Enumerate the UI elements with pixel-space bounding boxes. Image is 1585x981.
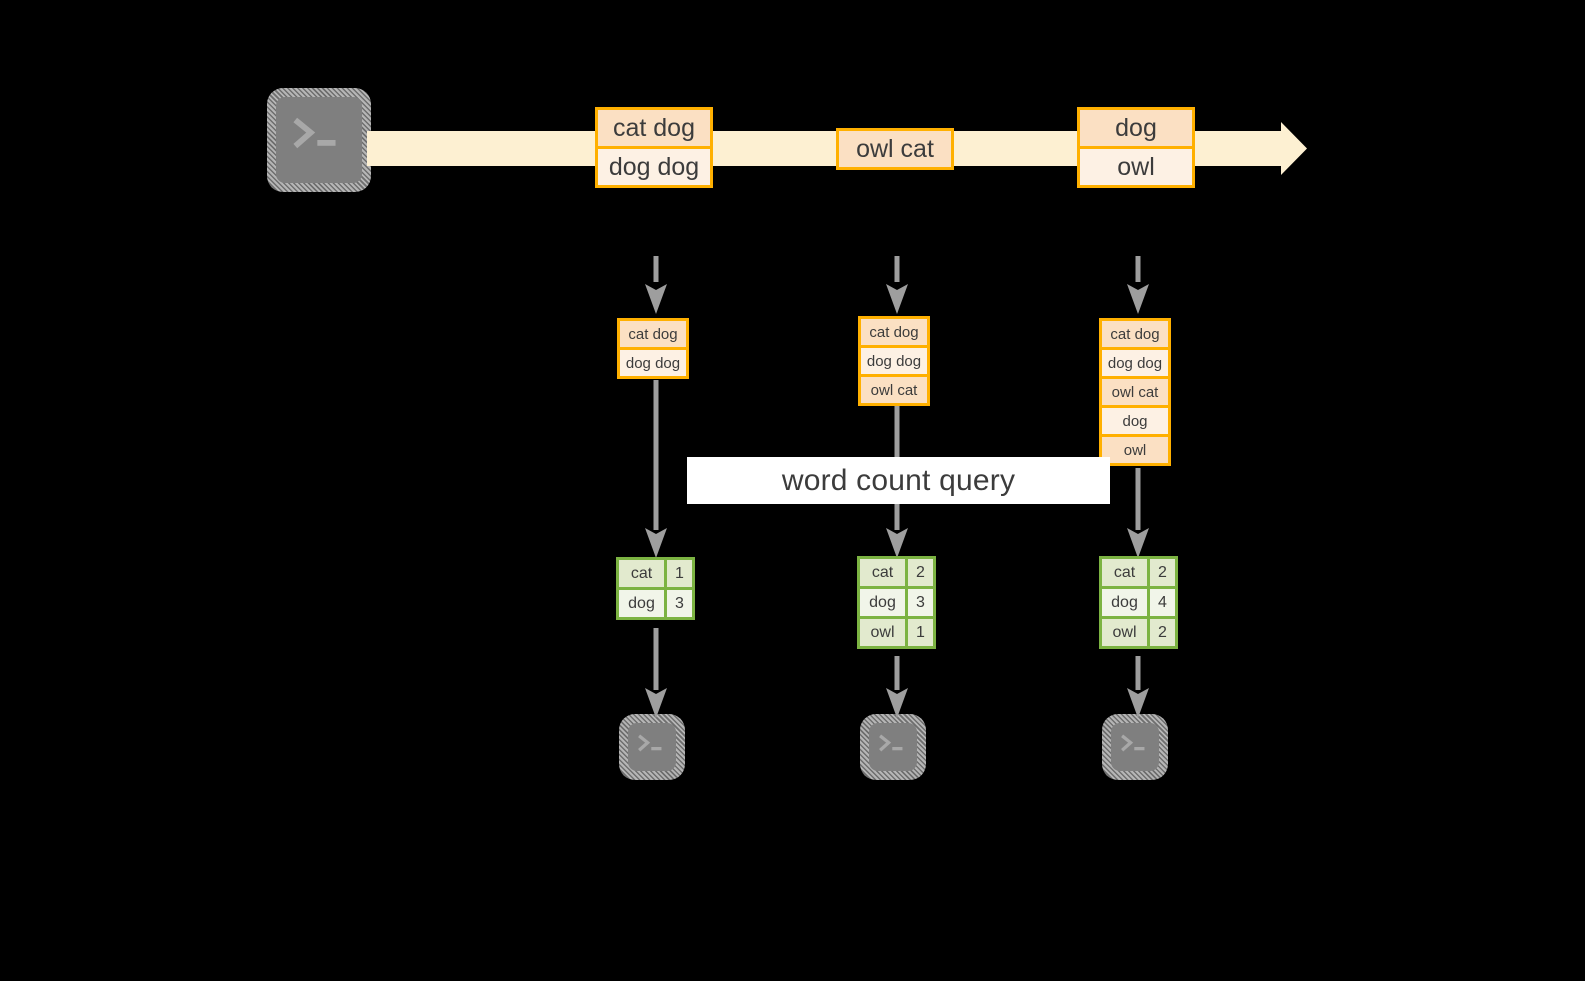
- input-table-row: dog: [1102, 408, 1168, 434]
- output-terminal-1[interactable]: [619, 714, 685, 780]
- stream-batch-line: owl cat: [839, 131, 951, 167]
- result-word: cat: [1102, 559, 1147, 586]
- sink-arrow-3: [1126, 656, 1150, 720]
- result-count: 3: [908, 589, 933, 616]
- result-count: 3: [667, 590, 692, 617]
- stream-batch-3[interactable]: dog owl: [1077, 107, 1195, 188]
- stream-to-table-connector-1: [644, 256, 668, 318]
- stream-batch-line: owl: [1080, 149, 1192, 185]
- input-table-row: owl cat: [1102, 379, 1168, 405]
- result-table-3[interactable]: cat 2 dog 4 owl 2: [1099, 556, 1178, 649]
- terminal-prompt-icon: [869, 723, 917, 771]
- input-terminal[interactable]: [267, 88, 371, 192]
- result-count: 2: [1150, 619, 1175, 646]
- output-terminal-2[interactable]: [860, 714, 926, 780]
- input-table-row: cat dog: [1102, 321, 1168, 347]
- input-table-row: owl cat: [861, 377, 927, 403]
- result-count: 1: [667, 560, 692, 587]
- input-table-row: dog dog: [861, 348, 927, 374]
- result-count: 2: [1150, 559, 1175, 586]
- stream-batch-2[interactable]: owl cat: [836, 128, 954, 170]
- result-word: dog: [1102, 589, 1147, 616]
- input-table-3[interactable]: cat dog dog dog owl cat dog owl: [1099, 318, 1171, 466]
- query-arrow-3: [1126, 468, 1150, 560]
- input-data-stream-arrowhead: [1255, 122, 1307, 175]
- input-table-row: cat dog: [861, 319, 927, 345]
- result-table-1[interactable]: cat 1 dog 3: [616, 557, 695, 620]
- stream-batch-1[interactable]: cat dog dog dog: [595, 107, 713, 188]
- result-count: 1: [908, 619, 933, 646]
- result-word: cat: [860, 559, 905, 586]
- result-table-2[interactable]: cat 2 dog 3 owl 1: [857, 556, 936, 649]
- input-table-1[interactable]: cat dog dog dog: [617, 318, 689, 379]
- input-table-row: dog dog: [620, 350, 686, 376]
- input-table-2[interactable]: cat dog dog dog owl cat: [858, 316, 930, 406]
- input-table-row: dog dog: [1102, 350, 1168, 376]
- query-label: word count query: [687, 457, 1110, 504]
- result-table-row: dog 3: [860, 589, 933, 616]
- result-word: dog: [619, 590, 664, 617]
- terminal-prompt-icon: [276, 97, 362, 183]
- result-word: owl: [860, 619, 905, 646]
- terminal-prompt-icon: [1111, 723, 1159, 771]
- result-word: cat: [619, 560, 664, 587]
- query-label-text: word count query: [781, 463, 1016, 497]
- result-table-row: owl 2: [1102, 619, 1175, 646]
- result-table-row: cat 1: [619, 560, 692, 587]
- result-word: owl: [1102, 619, 1147, 646]
- result-table-row: dog 3: [619, 590, 692, 617]
- result-table-row: dog 4: [1102, 589, 1175, 616]
- input-table-row: owl: [1102, 437, 1168, 463]
- result-table-row: cat 2: [860, 559, 933, 586]
- stream-to-table-connector-2: [885, 256, 909, 318]
- result-count: 2: [908, 559, 933, 586]
- query-arrow-1: [644, 380, 668, 560]
- result-table-row: cat 2: [1102, 559, 1175, 586]
- result-count: 4: [1150, 589, 1175, 616]
- output-terminal-3[interactable]: [1102, 714, 1168, 780]
- terminal-prompt-icon: [628, 723, 676, 771]
- stream-batch-line: dog dog: [598, 149, 710, 185]
- sink-arrow-1: [644, 628, 668, 720]
- input-table-row: cat dog: [620, 321, 686, 347]
- sink-arrow-2: [885, 656, 909, 720]
- stream-to-table-connector-3: [1126, 256, 1150, 318]
- stream-batch-line: cat dog: [598, 110, 710, 146]
- stream-batch-line: dog: [1080, 110, 1192, 146]
- result-word: dog: [860, 589, 905, 616]
- result-table-row: owl 1: [860, 619, 933, 646]
